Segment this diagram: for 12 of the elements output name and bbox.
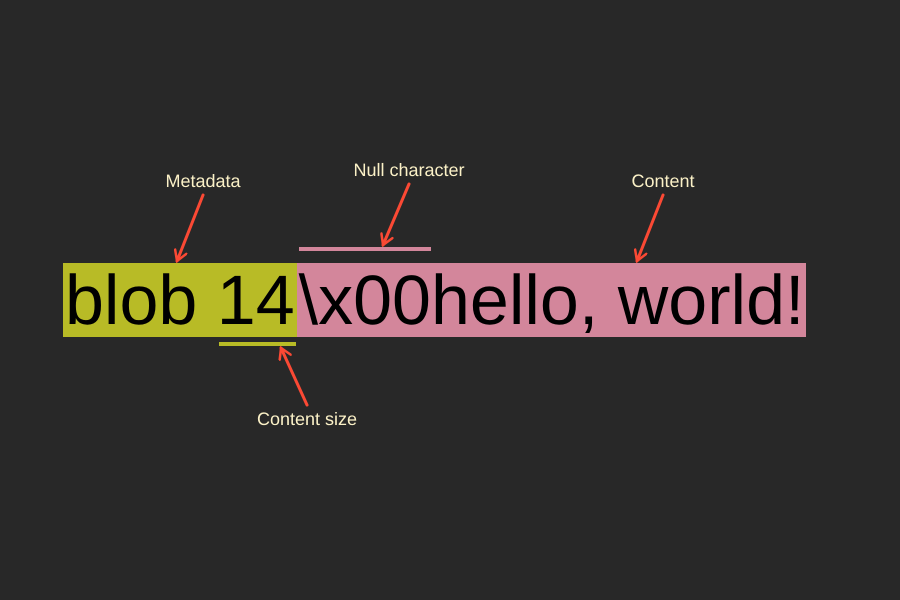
overline-bar — [298, 247, 431, 251]
underline-bar — [218, 342, 296, 346]
callout-label: Content — [632, 170, 695, 192]
highlight-box: \x00hello, world! — [296, 263, 806, 337]
callout-label: Metadata — [166, 170, 241, 192]
leader-arrow — [174, 194, 205, 262]
callout-label: Content size — [257, 408, 358, 430]
leader-arrow — [380, 182, 411, 246]
callout-label: Null character — [354, 159, 465, 181]
leader-arrow — [634, 194, 665, 262]
highlight-box: blob 14 — [63, 263, 297, 337]
leader-arrow — [278, 346, 309, 406]
